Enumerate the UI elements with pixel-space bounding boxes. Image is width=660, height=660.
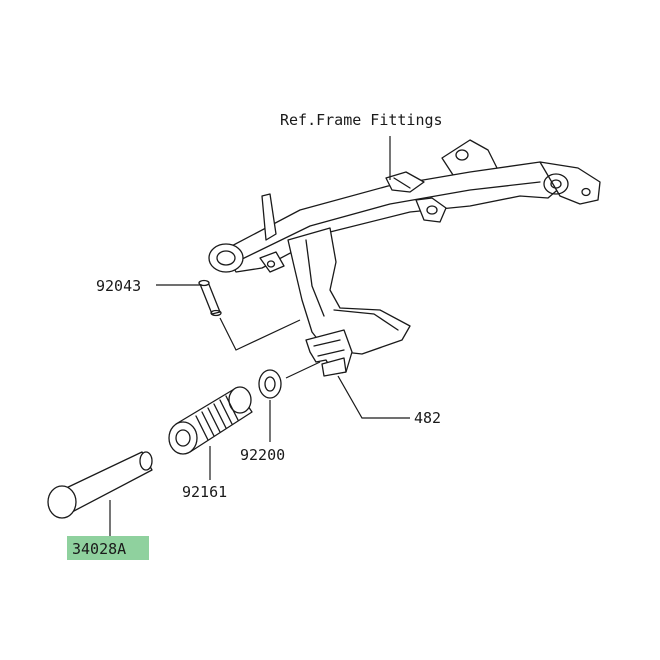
pin-drawing: [198, 279, 301, 351]
part-number-92043: 92043: [96, 277, 141, 295]
rubber-drawing: [168, 386, 253, 455]
frame-bracket-drawing: [208, 139, 601, 377]
highlight-box-34028A: [67, 536, 149, 560]
footpeg-drawing: [47, 451, 153, 519]
ref-frame-fittings-label: Ref.Frame Fittings: [280, 111, 443, 129]
part-number-482: 482: [414, 409, 441, 427]
part-number-34028A[interactable]: 34028A: [72, 540, 126, 558]
leader-lines: [109, 136, 410, 538]
washer-drawing: [258, 361, 321, 399]
part-number-92161: 92161: [182, 483, 227, 501]
part-number-92200: 92200: [240, 446, 285, 464]
